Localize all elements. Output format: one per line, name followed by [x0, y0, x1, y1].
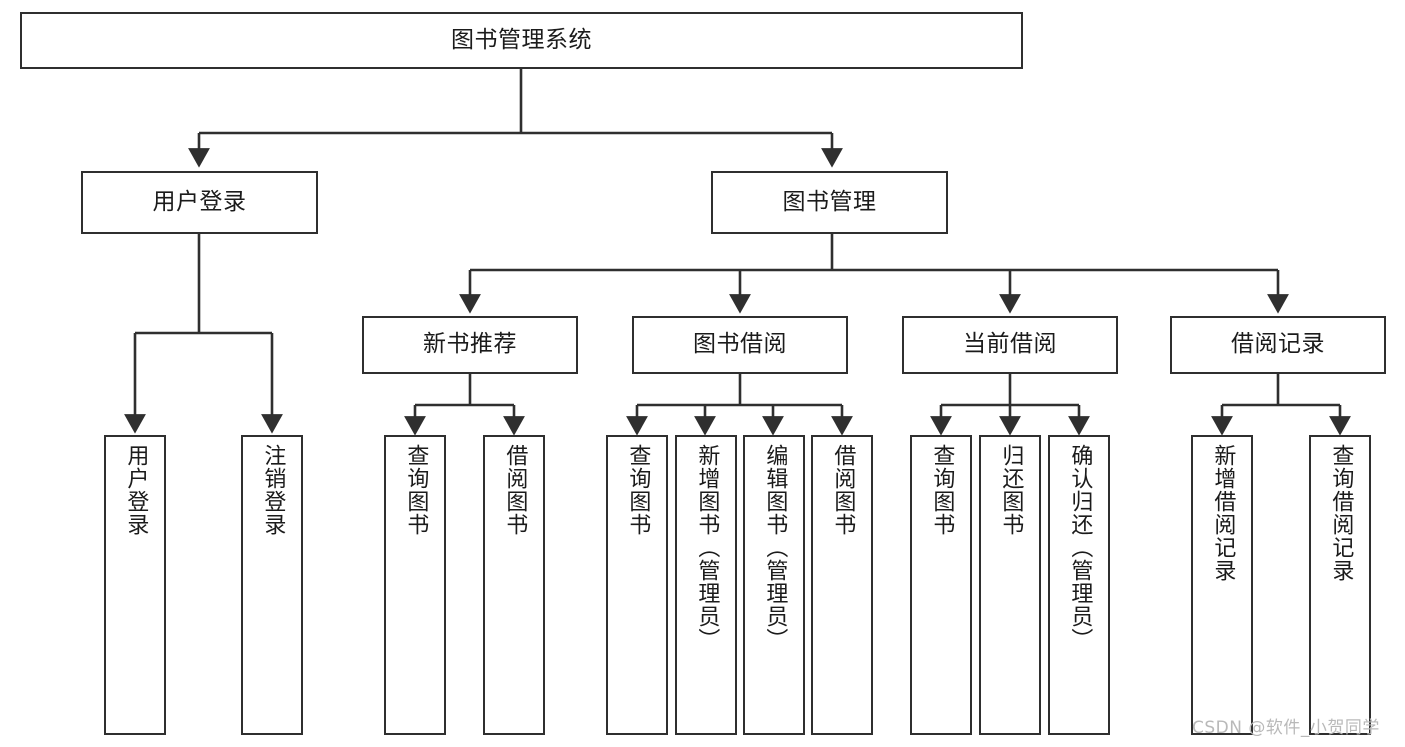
leaf-record-query-record[interactable]: 查询借阅记录 [1309, 435, 1371, 735]
node-borrow-record-label: 借阅记录 [1231, 331, 1325, 358]
leaf-user-login-logout[interactable]: 注销登录 [241, 435, 303, 735]
leaf-borrow-query-book[interactable]: 查询图书 [606, 435, 668, 735]
node-current-borrow[interactable]: 当前借阅 [902, 316, 1118, 374]
node-user-login[interactable]: 用户登录 [81, 171, 318, 234]
leaf-current-query-book[interactable]: 查询图书 [910, 435, 972, 735]
leaf-record-add-record[interactable]: 新增借阅记录 [1191, 435, 1253, 735]
leaf-label: 新增图书（管理员） [694, 444, 720, 651]
leaf-new-book-borrow[interactable]: 借阅图书 [483, 435, 545, 735]
node-book-management[interactable]: 图书管理 [711, 171, 948, 234]
leaf-label: 查询图书 [625, 444, 651, 536]
leaf-user-login-login[interactable]: 用户登录 [104, 435, 166, 735]
leaf-borrow-add-book-admin[interactable]: 新增图书（管理员） [675, 435, 737, 735]
leaf-label: 借阅图书 [830, 444, 856, 536]
node-user-login-label: 用户登录 [152, 188, 247, 215]
node-borrow-record[interactable]: 借阅记录 [1170, 316, 1386, 374]
node-new-book-recommend-label: 新书推荐 [423, 331, 517, 358]
leaf-label: 确认归还（管理员） [1067, 444, 1093, 651]
leaf-current-return-book[interactable]: 归还图书 [979, 435, 1041, 735]
csdn-watermark: CSDN @软件_小贺同学 [1192, 718, 1380, 738]
leaf-borrow-borrow-book[interactable]: 借阅图书 [811, 435, 873, 735]
node-root-label: 图书管理系统 [451, 26, 592, 53]
leaf-label: 编辑图书（管理员） [762, 444, 788, 651]
leaf-label: 查询图书 [403, 444, 429, 536]
node-book-borrow-label: 图书借阅 [693, 331, 787, 358]
leaf-label: 用户登录 [123, 444, 149, 536]
leaf-label: 新增借阅记录 [1210, 444, 1236, 582]
leaf-label: 借阅图书 [502, 444, 528, 536]
leaf-label: 归还图书 [998, 444, 1024, 536]
leaf-borrow-edit-book-admin[interactable]: 编辑图书（管理员） [743, 435, 805, 735]
leaf-current-confirm-return-admin[interactable]: 确认归还（管理员） [1048, 435, 1110, 735]
leaf-new-book-query[interactable]: 查询图书 [384, 435, 446, 735]
node-new-book-recommend[interactable]: 新书推荐 [362, 316, 578, 374]
leaf-label: 查询图书 [929, 444, 955, 536]
node-book-borrow[interactable]: 图书借阅 [632, 316, 848, 374]
leaf-label: 查询借阅记录 [1328, 444, 1354, 582]
leaf-label: 注销登录 [260, 444, 286, 536]
node-current-borrow-label: 当前借阅 [963, 331, 1057, 358]
node-book-management-label: 图书管理 [782, 188, 877, 215]
node-root-system[interactable]: 图书管理系统 [20, 12, 1023, 69]
